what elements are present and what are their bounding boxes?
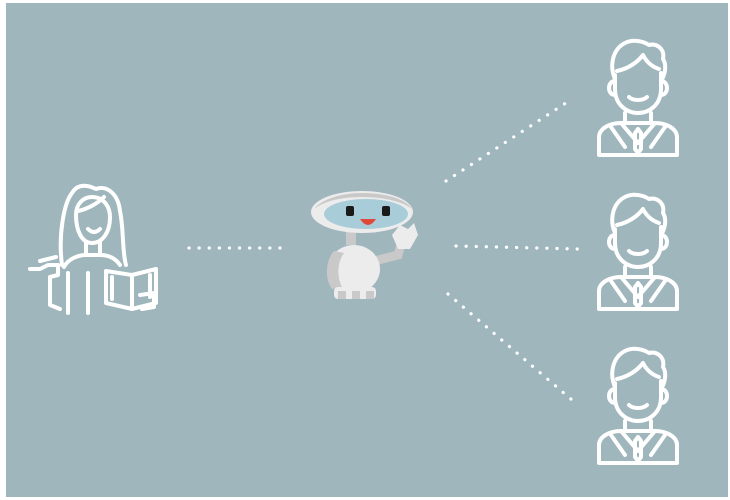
- robot-base-stripe: [352, 291, 360, 299]
- robot-right-eye: [382, 206, 390, 216]
- robot-left-eye: [346, 206, 354, 216]
- robot-base-stripe: [338, 291, 346, 299]
- diagram-svg: [6, 3, 728, 497]
- diagram-canvas: [6, 3, 728, 497]
- robot-base-stripe: [366, 291, 374, 299]
